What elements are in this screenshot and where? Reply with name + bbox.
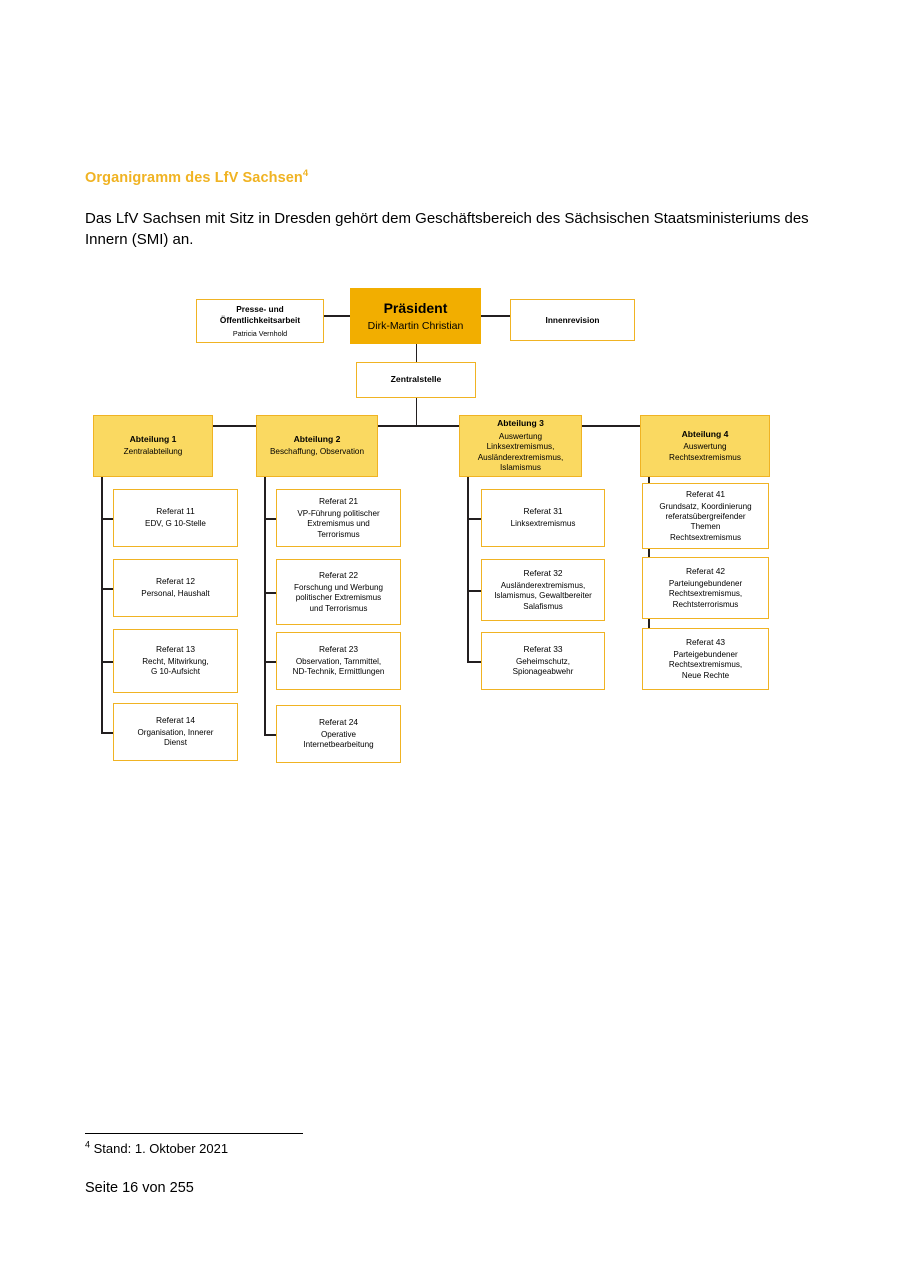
footnote-text: Stand: 1. Oktober 2021 xyxy=(93,1141,229,1156)
connector-unit-Abteilung2-1 xyxy=(264,518,276,520)
node-unit-referat-11-title: Referat 11 xyxy=(156,506,195,517)
connector-department-spine-1 xyxy=(101,477,103,732)
node-unit-referat-24-title: Referat 24 xyxy=(318,717,359,728)
page-title-footnote-marker: 4 xyxy=(302,168,309,180)
connector-unit-Abteilung3-2 xyxy=(467,590,481,592)
node-central-office[interactable]: Zentralstelle xyxy=(356,362,476,398)
node-unit-referat-43-title: Referat 43 xyxy=(685,637,726,647)
node-unit-referat-13-subtitle: Recht, Mitwirkung,G 10-Aufsicht xyxy=(142,657,209,677)
footnote: 4 Stand: 1. Oktober 2021 xyxy=(85,1139,229,1156)
node-unit-referat-11[interactable]: Referat 11 EDV, G 10-Stelle xyxy=(113,489,238,547)
connector-unit-Abteilung2-3 xyxy=(264,661,276,663)
node-unit-referat-23[interactable]: Referat 23 Observation, Tarnmittel,ND-Tec… xyxy=(276,632,401,690)
node-unit-referat-12-subtitle: Personal, Haushalt xyxy=(141,589,210,599)
node-department-2-title: Abteilung 2 xyxy=(293,434,341,445)
connector-unit-Abteilung1-3 xyxy=(101,661,113,663)
node-press-office-person: Patricia Vernhold xyxy=(232,328,288,338)
connector-unit-Abteilung2-4 xyxy=(264,734,276,736)
node-unit-referat-12-title: Referat 12 xyxy=(155,576,196,587)
node-department-4-title: Abteilung 4 xyxy=(681,428,729,439)
node-central-office-title: Zentralstelle xyxy=(390,374,442,385)
node-unit-referat-13-title: Referat 13 xyxy=(155,644,196,655)
node-unit-referat-11-subtitle: EDV, G 10-Stelle xyxy=(145,519,206,529)
connector-department-spine-3 xyxy=(467,477,469,661)
node-unit-referat-33-subtitle: Geheimschutz,Spionageabwehr xyxy=(512,657,574,677)
node-unit-referat-23-title: Referat 23 xyxy=(318,644,359,655)
node-unit-referat-31-title: Referat 31 xyxy=(523,506,563,517)
connector-department-spine-2 xyxy=(264,477,266,734)
page-footer: Seite 16 von 255 xyxy=(85,1180,194,1196)
node-unit-referat-22-title: Referat 22 xyxy=(318,570,359,580)
node-internal-audit[interactable]: Innenrevision xyxy=(510,299,635,341)
node-unit-referat-13[interactable]: Referat 13 Recht, Mitwirkung,G 10-Aufsich… xyxy=(113,629,238,693)
node-department-2-subtitle: Beschaffung, Observation xyxy=(269,447,365,457)
connector-unit-Abteilung2-2 xyxy=(264,592,276,594)
node-unit-referat-31-subtitle: Linksextremismus xyxy=(510,519,576,529)
node-unit-referat-32[interactable]: Referat 32 Ausländerextremismus,Islamismu… xyxy=(481,559,605,621)
connector-unit-Abteilung3-1 xyxy=(467,518,481,520)
node-unit-referat-33[interactable]: Referat 33 Geheimschutz,Spionageabwehr xyxy=(481,632,605,690)
node-department-1-subtitle: Zentralabteilung xyxy=(123,447,183,457)
node-unit-referat-31[interactable]: Referat 31 Linksextremismus xyxy=(481,489,605,547)
node-unit-referat-21-title: Referat 21 xyxy=(318,496,359,506)
node-press-office-title: Presse- und xyxy=(236,304,284,315)
page-title: Organigramm des LfV Sachsen4 xyxy=(85,168,309,186)
node-unit-referat-23-subtitle: Observation, Tarnmittel,ND-Technik, Ermi… xyxy=(292,657,385,677)
connector-unit-Abteilung3-3 xyxy=(467,661,481,663)
footnote-separator xyxy=(85,1133,303,1134)
node-unit-referat-12[interactable]: Referat 12 Personal, Haushalt xyxy=(113,559,238,617)
node-press-office-title: Öffentlichkeitsarbeit xyxy=(219,315,301,325)
node-unit-referat-42-title: Referat 42 xyxy=(685,566,726,576)
node-president-title: Präsident xyxy=(383,299,448,316)
connector-unit-Abteilung1-4 xyxy=(101,732,113,734)
node-president-subtitle: Dirk-Martin Christian xyxy=(367,319,464,332)
node-department-3-title: Abteilung 3 xyxy=(497,418,544,429)
node-internal-audit-title: Innenrevision xyxy=(545,314,600,325)
intro-paragraph: Das LfV Sachsen mit Sitz in Dresden gehö… xyxy=(85,210,809,249)
node-unit-referat-41-title: Referat 41 xyxy=(685,488,726,499)
connector-department-bus xyxy=(153,425,705,427)
connector-central-bus xyxy=(415,398,417,425)
node-department-2[interactable]: Abteilung 2 Beschaffung, Observation xyxy=(256,415,378,477)
node-unit-referat-33-title: Referat 33 xyxy=(523,644,563,655)
node-department-1[interactable]: Abteilung 1 Zentralabteilung xyxy=(93,415,213,477)
node-unit-referat-14-title: Referat 14 xyxy=(155,715,196,726)
connector-president-audit xyxy=(481,315,510,317)
node-unit-referat-32-title: Referat 32 xyxy=(523,568,563,578)
node-department-1-title: Abteilung 1 xyxy=(129,434,177,445)
node-unit-referat-32-subtitle: Ausländerextremismus,Islamismus, Gewaltb… xyxy=(494,580,592,611)
footnote-marker: 4 xyxy=(85,1139,91,1150)
connector-president-central xyxy=(415,344,417,362)
connector-president-press xyxy=(324,315,350,317)
connector-unit-Abteilung1-1 xyxy=(101,518,113,520)
connector-unit-Abteilung1-2 xyxy=(101,588,113,590)
page-title-text: Organigramm des LfV Sachsen xyxy=(85,170,303,186)
